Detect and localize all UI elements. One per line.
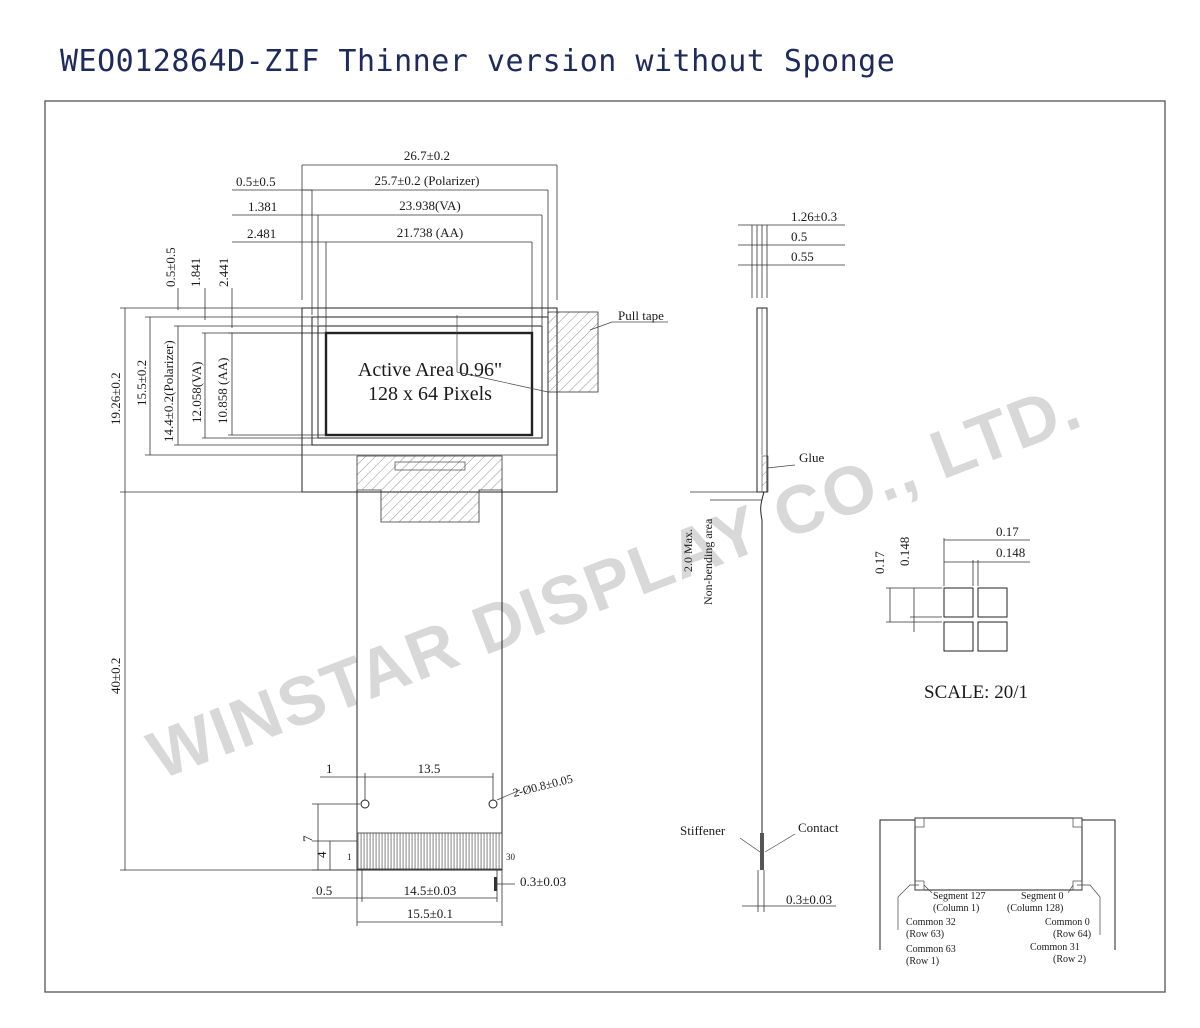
dim-pixel-pitch-w: 0.17 xyxy=(996,524,1019,539)
left-dimensions: 0.5±0.5 1.841 2.441 19.26±0.2 15.5±0.2 1… xyxy=(108,247,355,871)
dim-fpc-length: 40±0.2 xyxy=(108,658,123,694)
pull-tape xyxy=(547,311,599,393)
contact-label: Contact xyxy=(798,820,839,835)
dim-hole-edge: 1 xyxy=(326,761,333,776)
aa-outline xyxy=(324,331,534,437)
common-0-label: Common 0 xyxy=(1045,917,1090,928)
page-title: WEO012864D-ZIF Thinner version without S… xyxy=(60,44,896,79)
dim-hole-dia: 2-Ø0.8±0.05 xyxy=(511,772,574,800)
dim-pixel-pitch-h: 0.17 xyxy=(872,551,887,574)
fpc-hole-right xyxy=(488,799,498,809)
pull-tape-label: Pull tape xyxy=(618,308,664,323)
pin-1-label: 1 xyxy=(347,852,352,862)
row-64-label: (Row 64) xyxy=(1053,929,1091,940)
common-32-label: Common 32 xyxy=(906,917,956,928)
dim-top-offset-3: 2.441 xyxy=(216,258,231,287)
bend-max-label: 2.0 Max. xyxy=(681,529,695,572)
glue-area xyxy=(761,455,769,493)
dim-overall-width: 26.7±0.2 xyxy=(404,148,450,163)
pixel-detail: 0.17 0.148 0.17 0.148 SCALE: 20/1 xyxy=(872,524,1030,703)
column-1-label: (Column 1) xyxy=(933,903,979,914)
common-31-label: Common 31 xyxy=(1030,942,1080,953)
dim-panel-height: 15.5±0.2 xyxy=(134,360,149,406)
dim-pin-height-4: 4 xyxy=(314,851,329,858)
dim-polarizer-height: 14.4±0.2(Polarizer) xyxy=(161,340,176,442)
va-outline xyxy=(317,325,543,439)
dim-total-thickness: 1.26±0.3 xyxy=(791,209,837,224)
dim-thickness-1: 0.5 xyxy=(791,229,807,244)
dim-hole-height-7: 7 xyxy=(300,835,315,842)
top-dimensions: 26.7±0.2 25.7±0.2 (Polarizer) 23.938(VA)… xyxy=(232,148,558,332)
dim-side-fpc-thickness: 0.3±0.03 xyxy=(786,892,832,907)
drawing-frame xyxy=(44,100,1166,993)
driver-ic-area xyxy=(356,455,503,523)
dim-va-width: 23.938(VA) xyxy=(399,198,461,213)
dim-thickness-2: 0.55 xyxy=(791,249,814,264)
active-area-label: Active Area 0.96" xyxy=(358,359,502,381)
fpc-contact-pins xyxy=(356,832,503,870)
row-2-label: (Row 2) xyxy=(1053,954,1086,965)
segment-0-label: Segment 0 xyxy=(1021,891,1064,902)
segment-127-label: Segment 127 xyxy=(933,891,986,902)
row-1-label: (Row 1) xyxy=(906,956,939,967)
dim-polarizer-width: 25.7±0.2 (Polarizer) xyxy=(375,173,480,188)
scale-label: SCALE: 20/1 xyxy=(924,682,1028,703)
pixel-map: Segment 127 (Column 1) Segment 0 (Column… xyxy=(879,817,1116,967)
dim-hole-span: 13.5 xyxy=(418,761,441,776)
glue-label: Glue xyxy=(799,450,825,465)
side-view: 1.26±0.3 0.5 0.55 Glue 2.0 Max. Non-bend… xyxy=(680,209,845,912)
polarizer-outline xyxy=(311,316,549,446)
dim-offset-2: 1.381 xyxy=(248,199,277,214)
dim-fpc-thickness: 0.3±0.03 xyxy=(520,874,566,889)
row-63-label: (Row 63) xyxy=(906,929,944,940)
dim-top-offset-2: 1.841 xyxy=(188,258,203,287)
fpc-side xyxy=(760,491,765,870)
dim-va-height: 12.058(VA) xyxy=(189,361,204,423)
dim-pitch-span: 14.5±0.03 xyxy=(404,883,457,898)
pixel-count-label: 128 x 64 Pixels xyxy=(368,383,492,405)
dim-pixel-size-h: 0.148 xyxy=(897,537,912,566)
non-bending-label: Non-bending area xyxy=(701,518,715,605)
stiffener-side xyxy=(760,833,764,870)
dim-pixel-size-w: 0.148 xyxy=(996,545,1025,560)
front-view: Active Area 0.96" 128 x 64 Pixels Pull t… xyxy=(301,307,668,871)
column-128-label: (Column 128) xyxy=(1007,903,1063,914)
dim-overall-height: 19.26±0.2 xyxy=(108,372,123,425)
dim-aa-width: 21.738 (AA) xyxy=(397,225,463,240)
dim-aa-height: 10.858 (AA) xyxy=(215,358,230,424)
dim-offset-1: 0.5±0.5 xyxy=(236,174,276,189)
common-63-label: Common 63 xyxy=(906,944,956,955)
watermark: WINSTAR DISPLAY CO., LTD. xyxy=(138,368,1091,794)
dim-fpc-width: 15.5±0.1 xyxy=(407,906,453,921)
dim-pin-offset: 0.5 xyxy=(316,883,332,898)
stiffener-label: Stiffener xyxy=(680,823,726,838)
fpc-hole-left xyxy=(360,799,370,809)
pin-30-label: 30 xyxy=(506,852,516,862)
dim-top-offset-1: 0.5±0.5 xyxy=(163,247,178,287)
dim-offset-3: 2.481 xyxy=(247,226,276,241)
